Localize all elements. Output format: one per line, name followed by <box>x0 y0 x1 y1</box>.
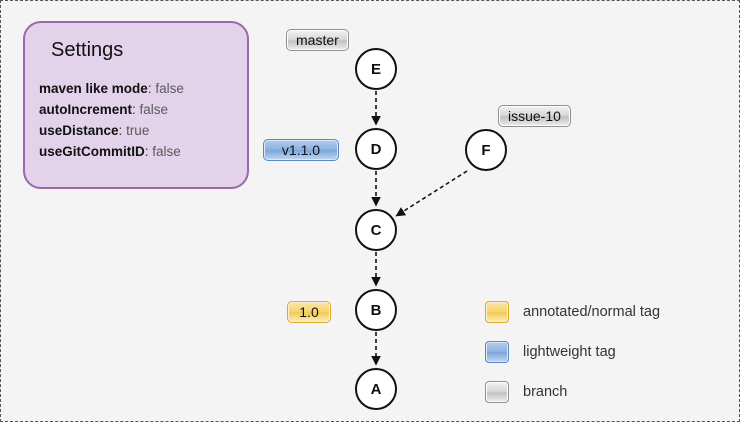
legend-swatch-lightweight-tag-icon <box>485 341 509 363</box>
settings-title: Settings <box>51 39 124 61</box>
setting-separator: : <box>144 144 153 159</box>
commit-node-label: F <box>481 141 491 159</box>
setting-key: autoIncrement <box>39 102 133 117</box>
commit-node-a[interactable]: A <box>355 368 397 410</box>
branch-label-issue-10[interactable]: issue-10 <box>498 105 571 127</box>
legend-swatch-branch-icon <box>485 381 509 403</box>
legend-label: lightweight tag <box>523 344 616 360</box>
setting-separator: : <box>118 123 127 138</box>
commit-node-label: A <box>370 380 382 398</box>
setting-key: useGitCommitID <box>39 144 145 159</box>
commit-node-label: C <box>370 221 382 239</box>
edge-f-c <box>395 170 468 217</box>
settings-list: maven like mode: false autoIncrement: fa… <box>39 78 249 162</box>
commit-node-f[interactable]: F <box>465 129 507 171</box>
setting-row: useDistance: true <box>39 120 249 141</box>
setting-value: false <box>152 144 181 159</box>
setting-separator: : <box>147 81 156 96</box>
commit-node-label: B <box>370 301 382 319</box>
setting-value: false <box>155 81 184 96</box>
commit-node-label: D <box>370 140 382 158</box>
commit-node-c[interactable]: C <box>355 209 397 251</box>
tag-label-v1-1-0[interactable]: v1.1.0 <box>263 139 339 161</box>
setting-value: true <box>126 123 150 138</box>
setting-row: autoIncrement: false <box>39 99 249 120</box>
setting-key: maven like mode <box>39 81 148 96</box>
legend-swatch-annotated-tag-icon <box>485 301 509 323</box>
commit-node-e[interactable]: E <box>355 48 397 90</box>
settings-panel: Settings maven like mode: false autoIncr… <box>23 21 249 189</box>
setting-separator: : <box>132 102 140 117</box>
legend-label: branch <box>523 384 568 400</box>
commit-node-d[interactable]: D <box>355 128 397 170</box>
commit-node-label: E <box>370 60 381 78</box>
setting-key: useDistance <box>39 123 119 138</box>
tag-label-1-0[interactable]: 1.0 <box>287 301 331 323</box>
setting-row: maven like mode: false <box>39 78 249 99</box>
branch-label-master[interactable]: master <box>286 29 349 51</box>
legend-label: annotated/normal tag <box>523 304 661 320</box>
commit-node-b[interactable]: B <box>355 289 397 331</box>
setting-value: false <box>139 102 169 117</box>
setting-row: useGitCommitID: false <box>39 141 249 162</box>
